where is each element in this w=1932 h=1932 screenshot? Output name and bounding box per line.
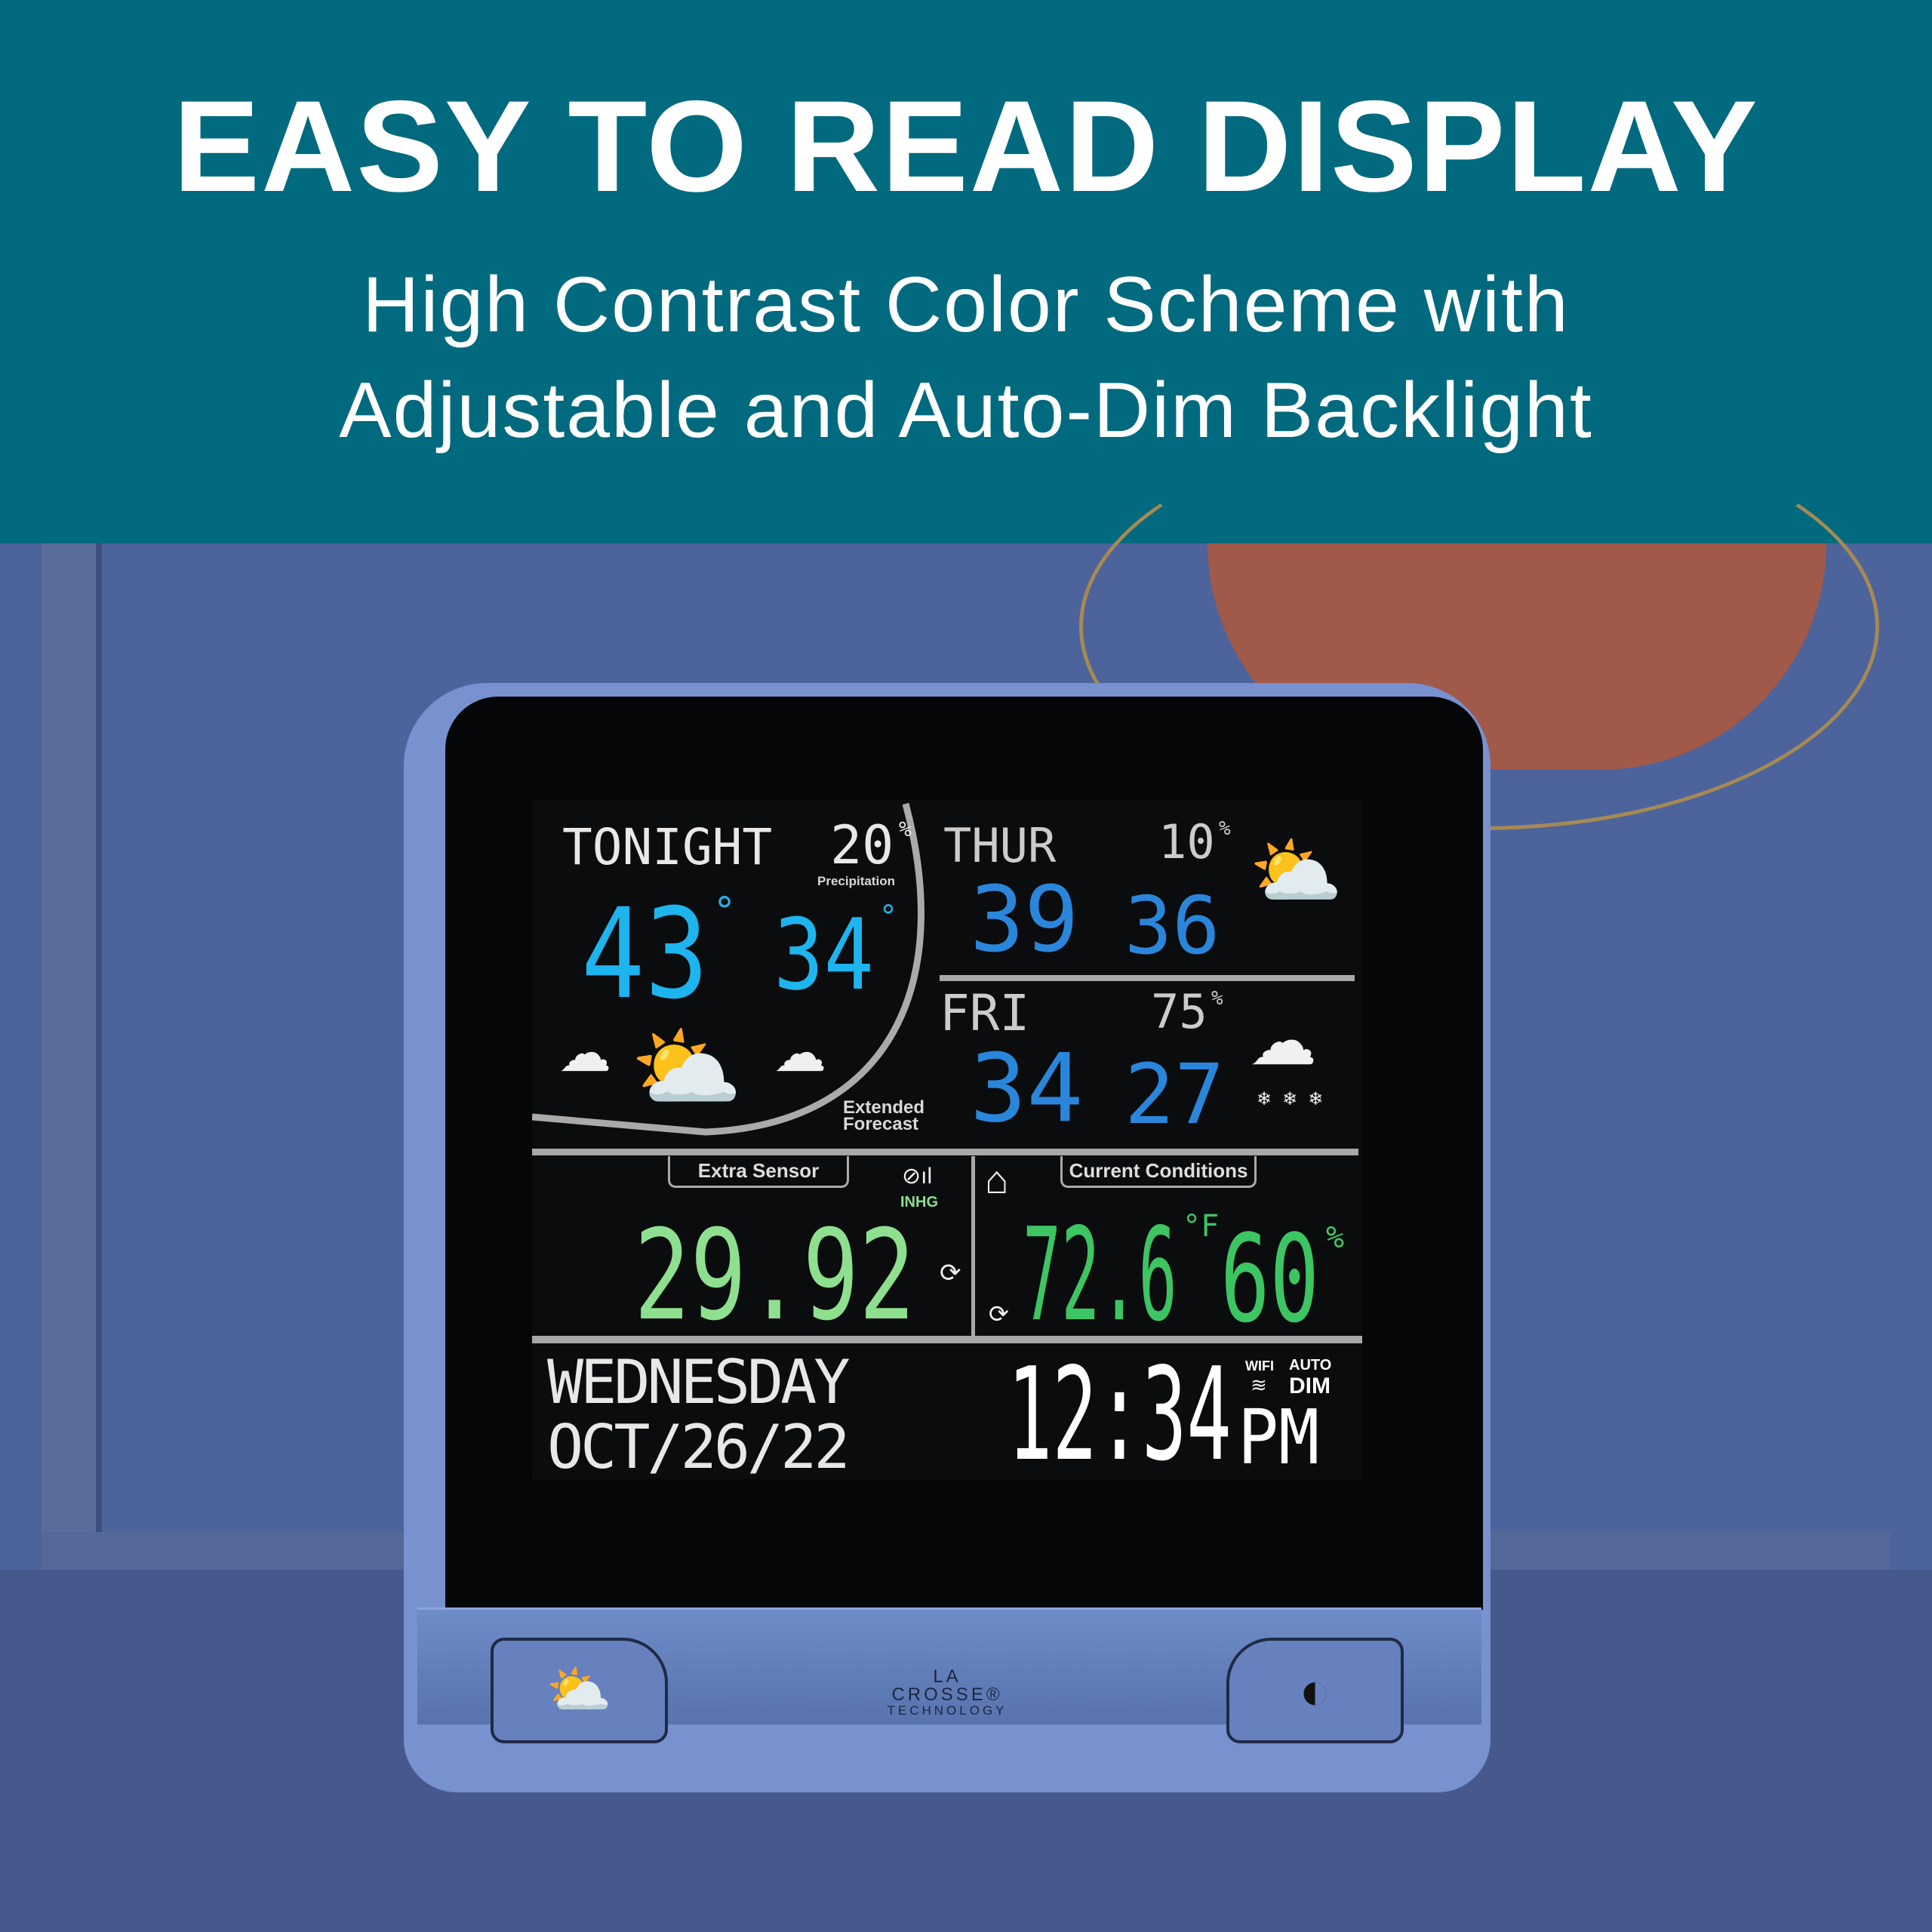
signal-icon: ⊘ıl	[902, 1164, 933, 1189]
tonight-high: 43	[581, 881, 709, 1026]
fri-precip-unit: %	[1211, 987, 1223, 1010]
pressure-value: 29.92	[634, 1203, 915, 1348]
forecast-button[interactable]: ⛅	[491, 1638, 668, 1743]
auto-label: AUTO	[1289, 1357, 1332, 1374]
lcd-screen: TONIGHT 20 % Precipitation 43 ° 34 ° ☁ ⛅…	[532, 800, 1362, 1479]
divider-thur-fri	[940, 975, 1355, 981]
picture-frame	[42, 543, 102, 1577]
partly-cloudy-icon: ⛅	[630, 1017, 743, 1118]
windy-snow-cloud-icon: ☁	[1249, 1004, 1317, 1079]
extended-label-line1: Extended	[843, 1097, 925, 1118]
date: OCT/26/22	[547, 1412, 850, 1482]
partly-sunny-icon: ⛅	[1249, 829, 1343, 914]
current-humidity-unit: %	[1326, 1220, 1345, 1255]
precipitation-label: Precipitation	[817, 874, 895, 888]
brand-name: LA CROSSE®	[891, 1666, 1003, 1705]
divider-middle	[532, 1149, 1358, 1155]
tonight-precip: 20	[830, 814, 894, 876]
thur-low: 36	[1124, 880, 1220, 972]
brightness-icon: ◐	[1299, 1661, 1331, 1720]
tonight-low-deg: °	[879, 900, 898, 934]
extra-sensor-tab: Extra Sensor	[668, 1156, 849, 1188]
banner-title: EASY TO READ DISPLAY	[173, 74, 1759, 219]
fri-high: 34	[970, 1034, 1084, 1143]
thur-high: 39	[970, 868, 1079, 973]
brand-sub: TECHNOLOGY	[887, 1703, 1008, 1718]
current-humidity: 60	[1220, 1208, 1320, 1349]
refresh-icon: ⟳	[940, 1259, 961, 1287]
weekday: WEDNESDAY	[547, 1347, 850, 1417]
brand-logo: LA CROSSE®TECHNOLOGY	[879, 1666, 1015, 1718]
divider-vertical	[971, 1156, 975, 1337]
weather-icon: ⛅	[546, 1660, 613, 1719]
divider-bottom	[532, 1336, 1362, 1343]
banner-subtitle-1: High Contrast Color Scheme with	[362, 261, 1570, 349]
fri-precip: 75	[1151, 984, 1208, 1039]
wifi-icon: ≋	[1251, 1374, 1267, 1396]
cloud-icon: ☁	[558, 1023, 611, 1082]
clock-ampm: PM	[1238, 1393, 1320, 1481]
fri-low: 27	[1124, 1046, 1225, 1143]
wifi-label: WIFI	[1245, 1358, 1274, 1374]
tonight-high-deg: °	[713, 889, 737, 933]
tonight-low: 34	[774, 897, 875, 1012]
current-temp: 72.6	[1023, 1201, 1177, 1350]
tonight-label: TONIGHT	[562, 818, 773, 876]
current-conditions-tab: Current Conditions	[1060, 1156, 1257, 1188]
thur-precip: 10	[1158, 814, 1215, 869]
indoor-house-icon: ⌂	[985, 1158, 1009, 1202]
dim-label: DIM	[1289, 1374, 1331, 1398]
current-temp-unit: °F	[1183, 1209, 1220, 1244]
refresh-icon: ⟳	[989, 1300, 1009, 1327]
thur-label: THUR	[943, 818, 1057, 873]
snowflake-icons: ❄❄❄	[1257, 1089, 1334, 1109]
thur-precip-unit: %	[1219, 817, 1231, 840]
extended-label-line2: Forecast	[843, 1114, 919, 1134]
tonight-precip-unit: %	[899, 817, 912, 841]
fri-label: FRI	[940, 984, 1030, 1042]
clock-time: 12:34	[1008, 1340, 1232, 1490]
cloud-icon: ☁	[774, 1023, 826, 1082]
banner: EASY TO READ DISPLAY High Contrast Color…	[0, 0, 1932, 543]
forecast-arc	[532, 802, 924, 1136]
pressure-unit: INHG	[900, 1194, 938, 1211]
brightness-button[interactable]: ◐	[1226, 1638, 1404, 1743]
